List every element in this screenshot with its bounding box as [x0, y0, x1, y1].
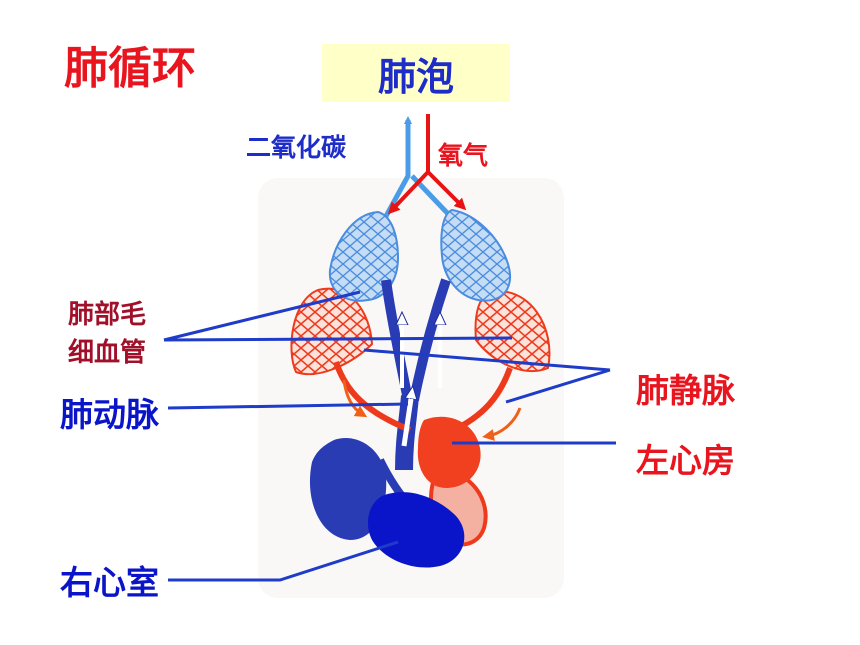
pulmonary-vein-label: 肺静脉: [636, 371, 735, 410]
left-pulmonary-vein-vessel: [333, 361, 412, 433]
right-lung-red-capillaries: [474, 290, 551, 373]
right-ventricle-label: 右心室: [60, 563, 159, 602]
alveoli-label: 肺泡: [377, 54, 454, 99]
gas-exchange-arrows: [382, 114, 467, 220]
right-pulmonary-artery-vessel: [409, 278, 451, 401]
co2-label: 二氧化碳: [246, 133, 347, 162]
o2-label: 氧气: [438, 141, 489, 170]
left-atrium-label: 左心房: [636, 441, 735, 480]
o2-arrow-right: [426, 170, 467, 211]
heart: [309, 416, 488, 568]
pointer-right-ventricle: [168, 540, 399, 582]
page-title: 肺循环: [64, 43, 196, 94]
pointer-vein-left: [363, 348, 611, 372]
right-ventricle-shape: [367, 492, 465, 568]
pointer-capillary-left: [163, 290, 361, 342]
capillaries-label-line2: 细血管: [68, 338, 147, 368]
pointer-vein-right: [505, 368, 611, 404]
alveoli-box: 肺泡: [322, 44, 510, 102]
right-lung-blue-capillaries: [440, 208, 511, 302]
pointer-artery: [167, 402, 409, 410]
left-pulmonary-artery-vessel: [381, 279, 413, 401]
pointer-lines: [163, 290, 616, 582]
vein-flow-arrow-left: [342, 379, 368, 418]
vein-flow-arrow-right: [482, 407, 522, 441]
right-atrium: [309, 437, 387, 540]
pulmonary-artery-label: 肺动脉: [60, 395, 159, 434]
capillaries-label-line1: 肺部毛: [68, 300, 147, 330]
left-atrium-shape: [417, 416, 481, 488]
pointer-capillary-right: [163, 336, 513, 342]
left-lung-blue-capillaries: [328, 210, 400, 302]
flow-arrow-trunk: [401, 392, 412, 447]
